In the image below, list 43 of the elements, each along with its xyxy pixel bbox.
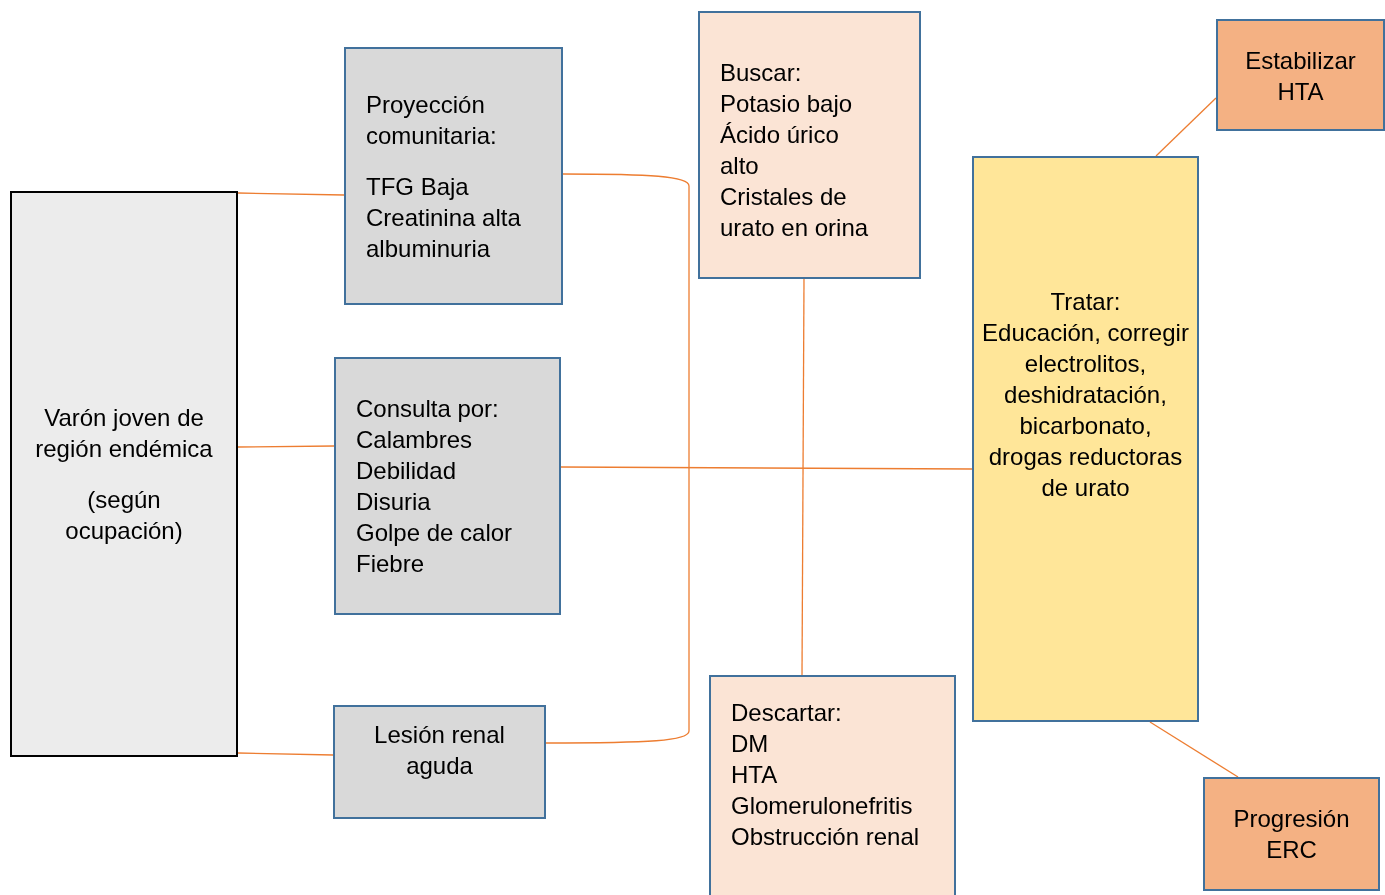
connector-line (237, 445, 335, 448)
box-text: Consulta por: (356, 394, 500, 424)
box-text: Glomerulonefritis (731, 791, 914, 821)
process-box (1203, 777, 1380, 891)
box-text: (según ocupación) (64, 485, 184, 546)
box-text: Varón joven de región endémica (34, 403, 214, 464)
process-box (334, 357, 561, 615)
connector-line (560, 466, 973, 470)
process-box (333, 705, 546, 819)
box-text: Obstrucción renal (731, 822, 921, 852)
box-text: Calambres (356, 425, 474, 455)
box-text: TFG Baja (366, 171, 470, 202)
box-text: HTA (731, 760, 779, 790)
box-text: Fiebre (356, 549, 426, 579)
box-text: albuminuria (366, 233, 492, 264)
box-text: Descartar: (731, 698, 843, 728)
box-text: Proyección comunitaria: (366, 89, 498, 151)
box-text: Debilidad (356, 456, 458, 486)
process-box (344, 47, 563, 305)
box-text: Cristales de urato en orina (720, 182, 870, 243)
box-text: Educación, corregir electrolitos, deshidratación, bicarbonato, drogas reductoras de urato (982, 318, 1189, 503)
box-text: Lesión renal aguda (373, 720, 506, 781)
connector-line (237, 192, 345, 196)
connector-line (801, 278, 805, 676)
process-box (698, 11, 921, 279)
connector-line (1155, 97, 1217, 157)
process-box (709, 675, 956, 895)
box-text: Creatinina alta (366, 202, 522, 233)
box-text: Golpe de calor (356, 518, 514, 548)
process-box (972, 156, 1199, 722)
box-text: Estabilizar HTA (1244, 46, 1357, 107)
connector-line (1149, 721, 1239, 778)
box-text: Tratar: (1050, 287, 1121, 317)
box-text: Potasio bajo (720, 89, 854, 119)
box-text: DM (731, 729, 770, 759)
process-box (10, 191, 238, 757)
box-text: Ácido úrico alto (720, 120, 840, 181)
connector-line (545, 173, 690, 744)
connector-line (237, 752, 334, 756)
box-text: Disuria (356, 487, 432, 517)
box-text: Buscar: (720, 58, 803, 88)
box-text: Progresión ERC (1232, 804, 1351, 865)
process-box (1216, 19, 1385, 131)
